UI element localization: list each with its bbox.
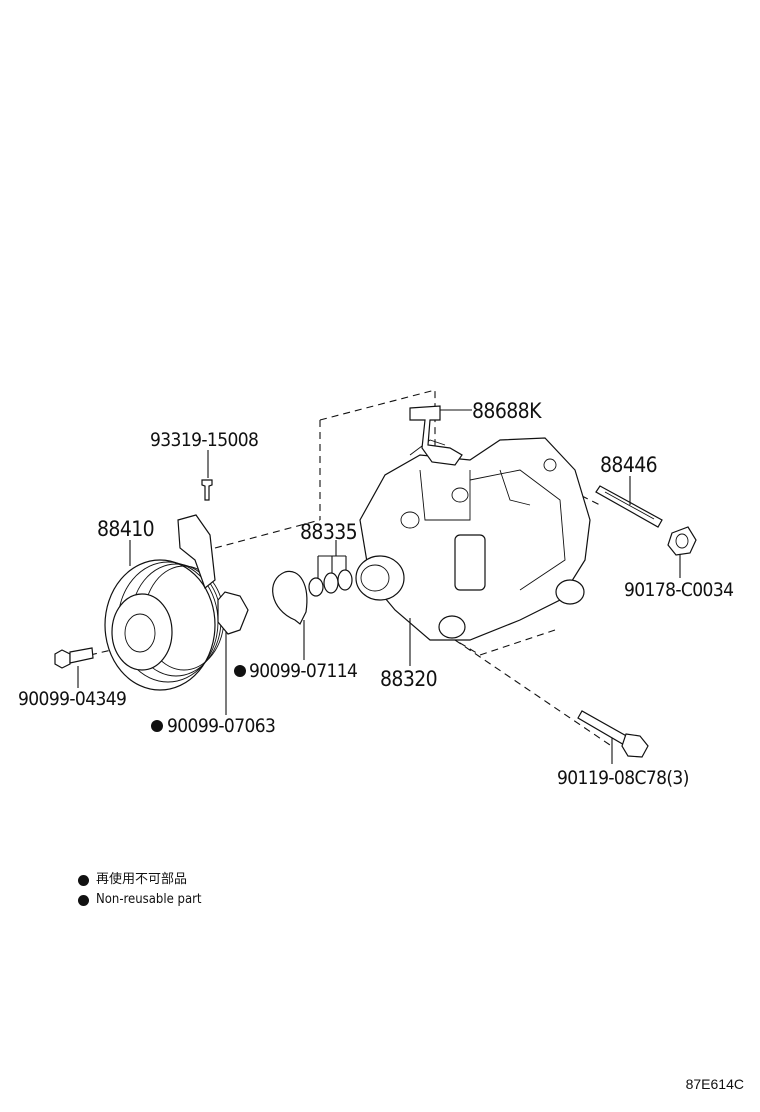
legend: 再使用不可部品 Non-reusable part [78, 870, 202, 910]
label-90119-08c78: 90119-08C78(3) [557, 767, 689, 789]
label-90099-07114: 90099-07114 [249, 660, 357, 682]
label-88446: 88446 [600, 453, 657, 477]
bolt-90119 [577, 710, 649, 758]
label-93319-15008: 93319-15008 [150, 429, 258, 451]
legend-row-en: Non-reusable part [78, 890, 202, 910]
leader-lines [77, 409, 681, 764]
stud-bolt-88446 [595, 485, 663, 528]
compressor-body [355, 437, 591, 641]
legend-jp-text: 再使用不可部品 [96, 872, 188, 887]
snap-ring-90099-07114 [272, 570, 308, 625]
legend-row-jp: 再使用不可部品 [78, 870, 202, 890]
label-88410: 88410 [97, 517, 154, 541]
screw-93319 [201, 479, 213, 501]
bullet-icon [78, 874, 89, 886]
o-rings-88335 [308, 569, 353, 597]
bracket-88688k [409, 405, 463, 466]
non-reusable-dot [151, 720, 163, 732]
diagram-code: 87E614C [685, 1076, 744, 1092]
nut-90178 [667, 526, 697, 556]
legend-en-text: Non-reusable part [96, 892, 202, 907]
bullet-icon [78, 894, 89, 906]
label-90178-c0034: 90178-C0034 [624, 579, 733, 601]
label-90099-07063: 90099-07063 [167, 715, 275, 737]
non-reusable-dot [234, 665, 246, 677]
label-88688k: 88688K [472, 399, 542, 423]
bolt-90099-04349 [54, 647, 94, 669]
label-90099-04349: 90099-04349 [18, 688, 126, 710]
label-88335: 88335 [300, 520, 357, 544]
label-88320: 88320 [380, 667, 437, 691]
shim-90099-07063 [217, 591, 249, 635]
clutch-pulley-88410 [104, 514, 225, 691]
